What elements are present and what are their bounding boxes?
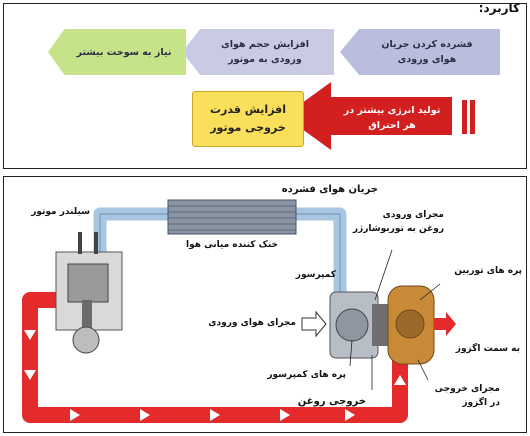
flow-arrow-right-2 [140, 409, 150, 421]
turbine-blades-label: پره های توربین [454, 266, 522, 276]
compressor-icon [329, 291, 388, 359]
engine-cylinder-label: سیلندر موتور [31, 207, 90, 217]
exhaust-outlet-label-1: مجرای خروجی [434, 384, 500, 394]
compressor-label: کمپرسور [295, 270, 336, 280]
air-inlet-arrow [301, 310, 327, 338]
step2-line2: ورودی به موتور [228, 54, 302, 65]
flow-arrow-down-2 [24, 370, 36, 380]
compressed-air-flow-label: جریان هوای فشرده [281, 184, 378, 195]
red-bar-2 [470, 100, 475, 134]
result-line1: افزایش قدرت [209, 103, 287, 116]
turbine-icon [387, 285, 435, 365]
intercooler-body [167, 199, 297, 235]
flow-arrow-right-1 [70, 409, 80, 421]
exhaust-out-arrow [434, 312, 456, 336]
red-line2: هر احتراق [368, 120, 416, 131]
step1-line2: هوای ورودی [397, 54, 457, 65]
air-inlet-label: مجرای هوای ورودی [208, 318, 296, 328]
flow-arrow-down-1 [24, 330, 36, 340]
flow-arrow-up-1 [394, 375, 406, 385]
oil-inlet-label-2: روغن به توربوشارژر [352, 224, 444, 234]
engine-cylinder-icon [55, 232, 123, 354]
step2-line1: افزایش حجم هوای [221, 39, 309, 50]
to-exhaust-label: به سمت اگزوز [455, 344, 520, 354]
result-box: افزایش قدرت خروجی موتور [192, 91, 304, 147]
intercooler-fins [168, 205, 296, 231]
red-arrow-text: تولید انرژی بیشتر در هر احتراق [336, 98, 448, 138]
oil-outlet-label: خروجی روغن [297, 396, 366, 407]
intercooler-label: خنک کننده میانی هوا [186, 240, 278, 250]
compressor-blades-label: پره های کمپرسور [267, 370, 346, 380]
step1-line1: فشرده کردن جریان [381, 39, 473, 50]
leader-lines [349, 249, 441, 390]
step3-line1: نیاز به سوخت بیشتر [76, 46, 172, 58]
step-more-fuel: نیاز به سوخت بیشتر [48, 29, 186, 75]
step-increase-air-volume: افزایش حجم هوای ورودی به موتور [182, 29, 334, 75]
red-line1: تولید انرژی بیشتر در [343, 105, 441, 116]
step-compress-air: فشرده کردن جریان هوای ورودی [340, 29, 500, 75]
flow-arrow-right-5 [345, 409, 355, 421]
oil-inlet-label-1: مجرای ورودی [382, 210, 444, 220]
flow-arrow-right-3 [210, 409, 220, 421]
exhaust-pipe [22, 292, 408, 423]
flow-arrow-right-4 [280, 409, 290, 421]
exhaust-flow-arrows [24, 330, 406, 421]
usage-title: کاربرد: [478, 1, 520, 15]
result-line2: خروجی موتور [210, 121, 286, 134]
red-bar-1 [462, 100, 467, 134]
exhaust-outlet-label-2: در اگزوز [462, 398, 500, 408]
